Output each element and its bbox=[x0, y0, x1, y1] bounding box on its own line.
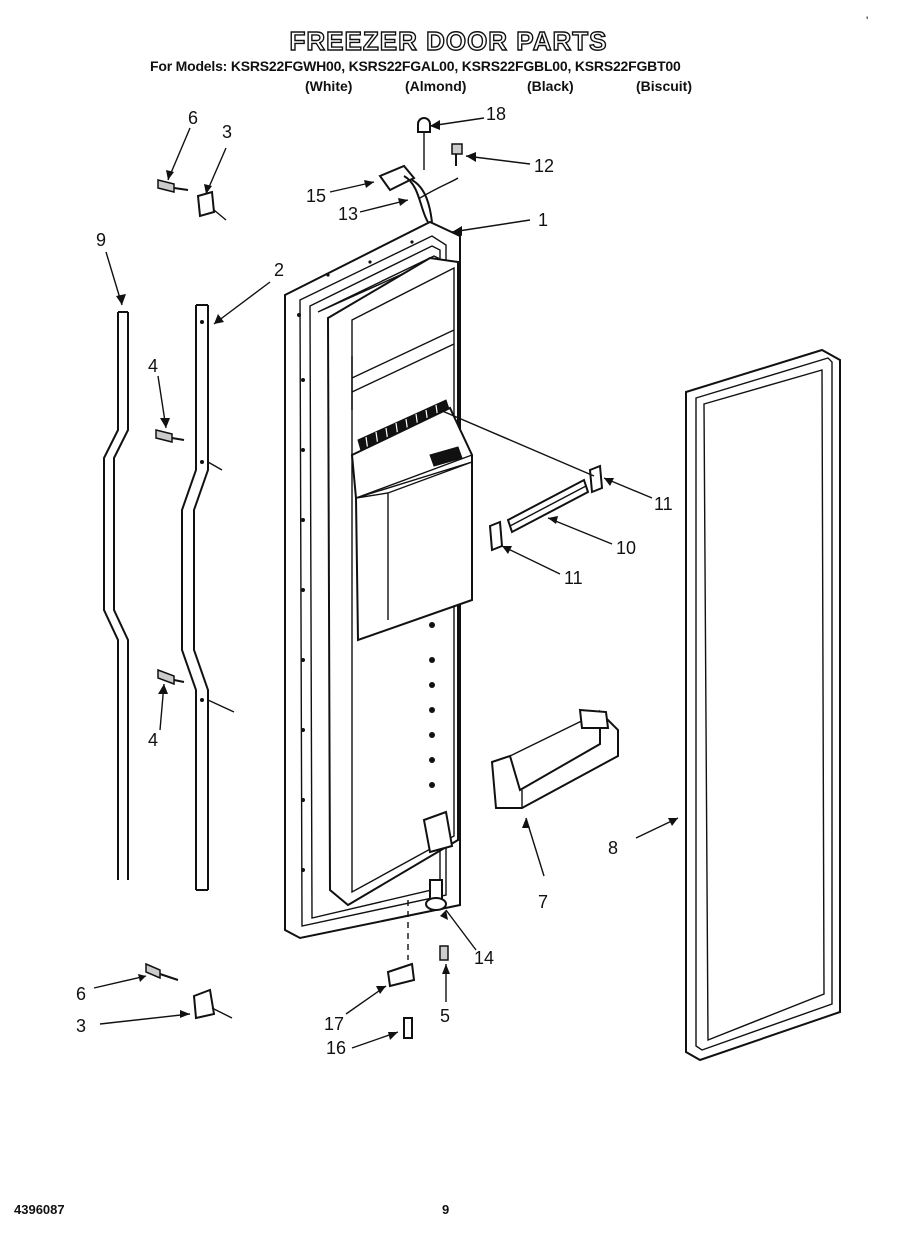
page-title: FREEZER DOOR PARTS bbox=[289, 25, 608, 56]
callout-6-bottom: 6 bbox=[76, 984, 87, 1004]
color-white: (White) bbox=[305, 78, 353, 94]
top-hinge-parts bbox=[157, 179, 227, 221]
door-panel bbox=[284, 220, 473, 940]
callout-11-upper: 11 bbox=[654, 494, 673, 514]
callout-8: 8 bbox=[608, 838, 619, 858]
callout-4-lower: 4 bbox=[148, 730, 159, 750]
callout-14: 14 bbox=[474, 948, 495, 968]
color-almond: (Almond) bbox=[405, 78, 467, 94]
callout-6-top: 6 bbox=[188, 108, 199, 128]
models-line: For Models: KSRS22FGWH00, KSRS22FGAL00, … bbox=[150, 58, 681, 74]
callout-13: 13 bbox=[338, 204, 359, 224]
callout-17: 17 bbox=[324, 1014, 345, 1034]
document-number: 4396087 bbox=[14, 1202, 65, 1217]
callout-10: 10 bbox=[616, 538, 637, 558]
shelf-rail bbox=[439, 409, 604, 552]
callout-3-bottom: 3 bbox=[76, 1016, 87, 1036]
callout-9: 9 bbox=[96, 230, 107, 250]
callout-1: 1 bbox=[538, 210, 549, 230]
callout-5: 5 bbox=[440, 1006, 451, 1026]
color-biscuit: (Biscuit) bbox=[636, 78, 692, 94]
callout-12: 12 bbox=[534, 156, 555, 176]
color-black: (Black) bbox=[527, 78, 574, 94]
bottom-hinge-parts bbox=[386, 879, 449, 1039]
callout-4-upper: 4 bbox=[148, 356, 159, 376]
hinge-bar bbox=[181, 304, 235, 891]
bottom-screw-bracket bbox=[145, 962, 233, 1020]
wiring-harness bbox=[378, 117, 463, 223]
callout-16: 16 bbox=[326, 1038, 347, 1058]
callout-11-lower: 11 bbox=[564, 568, 583, 588]
callout-3-top: 3 bbox=[222, 122, 233, 142]
trim-strip bbox=[103, 311, 129, 880]
callout-15: 15 bbox=[306, 186, 327, 206]
page-number: 9 bbox=[442, 1202, 450, 1217]
door-gasket bbox=[685, 348, 841, 1062]
callout-2: 2 bbox=[274, 260, 285, 280]
callout-7: 7 bbox=[538, 892, 549, 912]
callout-18: 18 bbox=[486, 104, 507, 124]
arrowheads bbox=[116, 120, 678, 1040]
screws-4 bbox=[155, 429, 185, 686]
corner-mark: ' bbox=[866, 14, 869, 28]
door-bin bbox=[490, 708, 619, 809]
